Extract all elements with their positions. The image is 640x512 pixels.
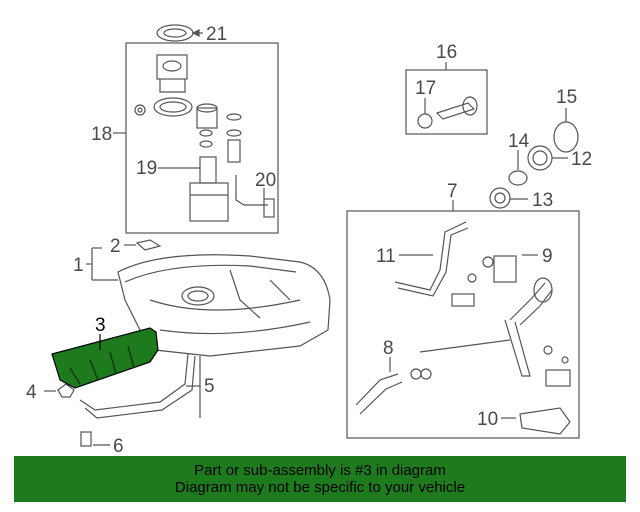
callout-labels: 1 2 3 4 5 6 7 8 9 10 11 12 13 14 15 16 1…: [26, 24, 592, 456]
callout-7: 7: [447, 181, 458, 202]
banner-line-2: Diagram may not be specific to your vehi…: [174, 479, 466, 496]
callout-19: 19: [136, 158, 157, 179]
callout-5: 5: [204, 376, 215, 397]
callout-15: 15: [556, 87, 577, 108]
part-3-highlight[interactable]: [51, 327, 159, 389]
callout-8: 8: [383, 338, 394, 359]
parts-diagram: 1 2 3 4 5 6 7 8 9 10 11 12 13 14 15 16 1…: [26, 24, 592, 456]
callout-20: 20: [255, 170, 276, 191]
fuel-tank: [86, 239, 331, 357]
callout-14: 14: [508, 131, 530, 152]
callout-4: 4: [26, 382, 37, 403]
banner-line-1: Part or sub-assembly is #3 in diagram: [194, 462, 446, 479]
callout-12: 12: [571, 149, 592, 170]
fuel-pump-group: [113, 24, 279, 234]
tank-straps: [44, 353, 201, 447]
callout-16: 16: [436, 42, 457, 63]
filler-pipe-group: [346, 200, 580, 439]
part-info-banner: Part or sub-assembly is #3 in diagram Di…: [14, 456, 626, 502]
fuel-pump-box: [125, 42, 279, 234]
callout-6: 6: [113, 436, 124, 456]
callout-18: 18: [91, 124, 112, 145]
callout-17: 17: [415, 78, 436, 99]
callout-3[interactable]: 3: [95, 315, 106, 336]
callout-11: 11: [376, 246, 396, 267]
callout-13: 13: [532, 190, 553, 211]
callout-2: 2: [110, 236, 121, 257]
callout-10: 10: [477, 409, 498, 430]
callout-21: 21: [206, 24, 227, 45]
fuel-cap-group: [405, 62, 579, 209]
callout-9: 9: [542, 246, 553, 267]
callout-1: 1: [73, 255, 84, 276]
